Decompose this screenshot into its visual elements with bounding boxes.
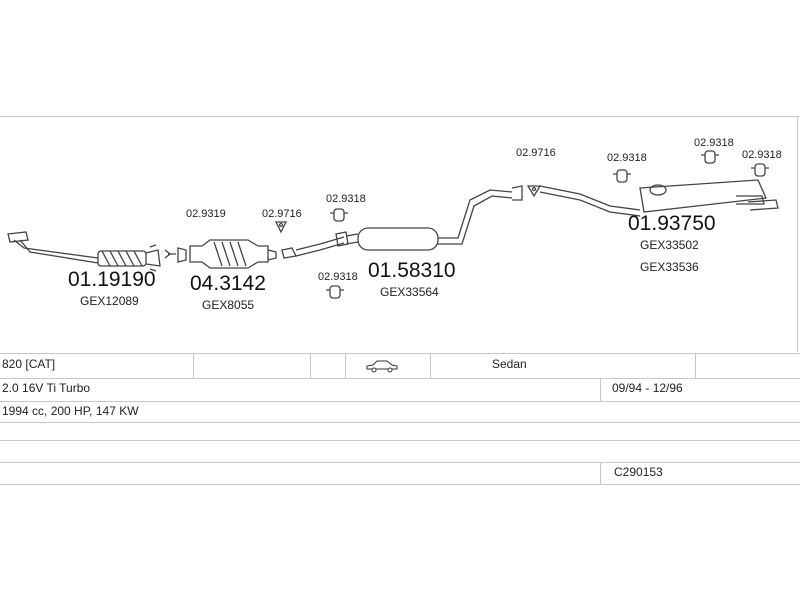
triangle-flange-icon	[526, 185, 542, 198]
table-divider	[345, 353, 346, 378]
fitting-code-f5: 02.9716	[516, 147, 556, 159]
rubber-hanger-icon	[326, 285, 344, 299]
front-silencer-code: 01.58310	[368, 259, 456, 282]
rear-silencer-ref-2: GEX33536	[640, 260, 699, 274]
years-cell: 09/94 - 12/96	[612, 381, 683, 395]
exhaust-diagram: 01.19190 GEX12089 04.3142 GEX8055 01.583…	[7, 137, 782, 312]
fitting-code-f4: 02.9318	[318, 271, 358, 283]
rubber-hanger-icon	[701, 150, 719, 164]
table-divider	[600, 462, 601, 484]
catalog-number-cell: C290153	[614, 465, 663, 479]
table-divider	[310, 353, 311, 378]
table-line	[0, 462, 800, 463]
catalytic-converter-part[interactable]	[189, 239, 277, 269]
rubber-hanger-icon	[330, 208, 348, 222]
downpipe-part[interactable]	[7, 231, 161, 272]
fitting-code-f8: 02.9318	[742, 149, 782, 161]
table-divider	[430, 353, 431, 378]
downpipe-ref: GEX12089	[80, 294, 139, 308]
rear-silencer-ref-1: GEX33502	[640, 238, 699, 252]
table-line	[0, 440, 800, 441]
rear-silencer-code: 01.93750	[628, 212, 716, 235]
table-divider	[600, 378, 601, 401]
triangle-flange-icon	[274, 221, 288, 234]
front-silencer-part[interactable]	[281, 185, 523, 259]
table-line	[0, 401, 800, 402]
diagram-frame-right	[797, 116, 798, 352]
table-line	[0, 422, 800, 423]
engine-cell: 2.0 16V Ti Turbo	[2, 381, 91, 395]
fitting-code-f3: 02.9318	[326, 193, 366, 205]
body-type-cell: Sedan	[492, 357, 527, 371]
table-line	[0, 353, 800, 354]
specs-cell: 1994 cc, 200 HP, 147 KW	[2, 404, 139, 418]
rear-silencer-part[interactable]	[539, 179, 779, 217]
downpipe-code: 01.19190	[68, 268, 156, 291]
front-silencer-ref: GEX33564	[380, 285, 439, 299]
sedan-car-icon	[366, 360, 398, 373]
model-cell: 820 [CAT]	[2, 357, 56, 371]
diagram-frame-top	[0, 116, 800, 117]
fitting-code-f6: 02.9318	[607, 152, 647, 164]
rubber-hanger-icon	[751, 163, 769, 177]
table-divider	[193, 353, 194, 378]
fitting-code-f7: 02.9318	[694, 137, 734, 149]
fitting-code-f1: 02.9319	[186, 208, 226, 220]
catalyst-code: 04.3142	[190, 272, 266, 295]
table-line	[0, 378, 800, 379]
catalyst-ref: GEX8055	[202, 298, 254, 312]
table-line	[0, 484, 800, 485]
fitting-code-f2: 02.9716	[262, 208, 302, 220]
rubber-hanger-icon	[613, 169, 631, 183]
table-divider	[695, 353, 696, 378]
flange-icon	[164, 247, 187, 263]
